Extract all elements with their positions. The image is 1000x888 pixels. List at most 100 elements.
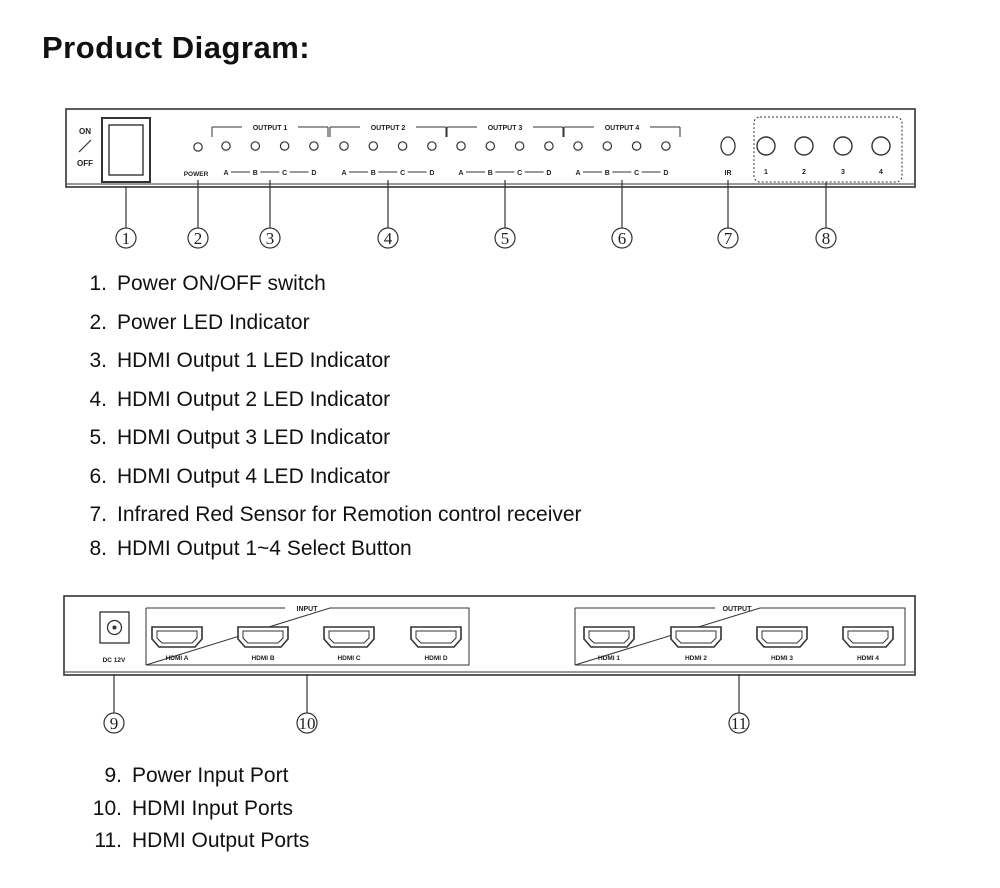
legend-text: Power Input Port — [132, 764, 289, 787]
legend-text: Power ON/OFF switch — [117, 272, 326, 295]
hdmi-output-port-4-inner — [847, 630, 889, 644]
hdmi-input-port-d — [410, 626, 462, 648]
output-1-led-c — [279, 141, 290, 151]
callout-circle — [377, 227, 399, 249]
on-label: ON — [79, 127, 91, 136]
input-label: INPUT — [297, 606, 319, 613]
led-letter: A — [341, 170, 346, 177]
led-letter: B — [253, 170, 258, 177]
legend-text: HDMI Input Ports — [132, 797, 294, 820]
legend-number: 6. — [89, 465, 107, 488]
legend-item: 3. HDMI Output 1 LED Indicator — [85, 349, 390, 373]
select-button-1 — [756, 136, 776, 156]
switch-slash — [78, 139, 92, 153]
output-2-led-a — [339, 141, 349, 151]
output-group-label: OUTPUT 4 — [605, 125, 640, 132]
power-label: POWER — [184, 171, 209, 178]
legend-number: 10. — [92, 797, 122, 820]
legend-number: 8. — [89, 537, 107, 560]
output-frame — [574, 607, 906, 666]
legend-text: HDMI Output Ports — [132, 829, 310, 852]
output-group-1 — [211, 126, 329, 137]
select-button-4 — [871, 136, 891, 156]
ir-sensor — [720, 136, 736, 156]
legend-item: 8. HDMI Output 1~4 Select Button — [85, 537, 412, 561]
select-button-2 — [794, 136, 814, 156]
legend-text: HDMI Output 4 LED Indicator — [117, 465, 391, 488]
callout-3: 3 — [259, 227, 281, 249]
hdmi-input-port-c — [323, 626, 375, 648]
callout-number: 6 — [618, 229, 627, 248]
power-led — [193, 142, 203, 152]
legend-item: 7.Infrared Red Sensor for Remotion contr… — [85, 503, 582, 527]
input-frame — [145, 607, 470, 666]
hdmi-output-label: HDMI 1 — [598, 655, 620, 662]
hdmi-input-port-b — [237, 626, 289, 648]
led-letter: A — [575, 170, 580, 177]
led-letter: D — [429, 170, 434, 177]
output-group-3 — [446, 126, 564, 137]
output-3-led-d — [544, 141, 554, 151]
callout-number: 3 — [266, 229, 275, 248]
callout-number: 4 — [384, 229, 393, 248]
led-letter: D — [546, 170, 551, 177]
ir-label: IR — [725, 170, 732, 177]
output-1-led-b — [250, 141, 261, 151]
output-1-led-d — [309, 141, 319, 151]
output-3-led-b — [485, 141, 496, 151]
hdmi-input-label: HDMI C — [337, 655, 360, 662]
hdmi-input-port-b-inner — [242, 630, 284, 644]
output-3-led-c — [514, 141, 525, 151]
callout-number: 7 — [724, 229, 733, 248]
output-2-led-b — [368, 141, 379, 151]
legend-item: 4. HDMI Output 2 LED Indicator — [85, 388, 390, 412]
hdmi-input-port-a — [151, 626, 203, 648]
led-letter: D — [311, 170, 316, 177]
led-letter: B — [371, 170, 376, 177]
led-letter: C — [282, 170, 287, 177]
led-letter: C — [400, 170, 405, 177]
callout-circle — [296, 712, 318, 734]
legend-item: 11.HDMI Output Ports — [85, 829, 309, 853]
output-group-2 — [329, 126, 447, 137]
off-label: OFF — [77, 159, 93, 168]
select-button-label: 3 — [841, 169, 845, 176]
legend-text: HDMI Output 1~4 Select Button — [117, 537, 412, 560]
callout-number: 8 — [822, 229, 831, 248]
legend-item: 9.Power Input Port — [85, 764, 288, 788]
led-letter: B — [488, 170, 493, 177]
callout-number: 1 — [122, 229, 131, 248]
hdmi-output-port-1 — [583, 626, 635, 648]
legend-text: HDMI Output 3 LED Indicator — [117, 426, 391, 449]
callout-circle — [494, 227, 516, 249]
hdmi-output-port-1-inner — [588, 630, 630, 644]
legend-text: Infrared Red Sensor for Remotion control… — [117, 503, 582, 526]
hdmi-input-port-a-inner — [156, 630, 198, 644]
hdmi-input-label: HDMI D — [424, 655, 447, 662]
legend-number: 5. — [89, 426, 107, 449]
dc-jack-pin — [112, 625, 117, 630]
hdmi-output-port-2 — [670, 626, 722, 648]
callout-circle — [717, 227, 739, 249]
callout-4: 4 — [377, 227, 399, 249]
legend-text: Power LED Indicator — [117, 311, 310, 334]
legend-number: 2. — [89, 311, 107, 334]
select-button-label: 2 — [802, 169, 806, 176]
legend-text: HDMI Output 1 LED Indicator — [117, 349, 391, 372]
callout-circle — [115, 227, 137, 249]
legend-number: 3. — [89, 349, 107, 372]
legend-text: HDMI Output 2 LED Indicator — [117, 388, 391, 411]
output-group-4 — [563, 126, 681, 137]
legend-number: 4. — [89, 388, 107, 411]
callout-circle — [611, 227, 633, 249]
hdmi-output-port-3-inner — [761, 630, 803, 644]
output-4-led-d — [661, 141, 671, 151]
led-letter: B — [605, 170, 610, 177]
output-group-label: OUTPUT 2 — [371, 125, 406, 132]
output-2-led-c — [397, 141, 408, 151]
hdmi-output-port-2-inner — [675, 630, 717, 644]
dc-label: DC 12V — [103, 657, 126, 664]
output-group-label: OUTPUT 3 — [488, 125, 523, 132]
callout-6: 6 — [611, 227, 633, 249]
